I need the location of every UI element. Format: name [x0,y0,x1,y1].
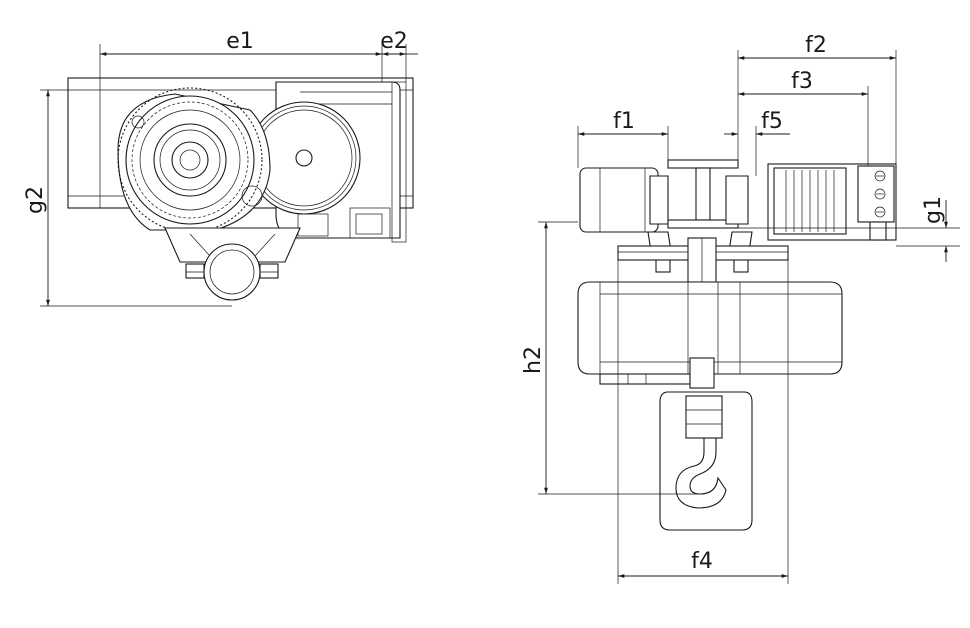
right-travel-drive [725,163,897,273]
dimension-f5: f5 [724,109,790,176]
dimension-e1-e2: e1 e2 [99,29,418,82]
dimension-h2: h2 [521,221,700,495]
side-view: e1 e2 g2 [23,29,418,307]
i-beam [667,159,739,229]
dimension-f4: f4 [617,260,789,584]
hoist-body [577,281,843,385]
label-f5: f5 [761,109,783,134]
label-e2: e2 [380,29,408,54]
label-g2: g2 [23,186,48,214]
hook-block [659,357,753,531]
trolley-frame [617,237,789,283]
front-view: f1 f5 f3 f2 [521,33,960,584]
dimension-f3: f3 [737,69,869,166]
label-f2: f2 [805,33,827,58]
label-h2: h2 [521,346,546,374]
label-e1: e1 [226,29,254,54]
dimension-f2: f2 [737,33,897,164]
label-g1: g1 [921,196,946,224]
left-gear [117,87,271,233]
dimension-f1: f1 [577,109,669,168]
label-f1: f1 [613,109,635,134]
dimension-g1: g1 [738,196,960,262]
dimension-g2: g2 [23,89,232,307]
hanger-bracket [164,227,301,301]
label-f3: f3 [791,69,813,94]
label-f4: f4 [691,549,713,574]
